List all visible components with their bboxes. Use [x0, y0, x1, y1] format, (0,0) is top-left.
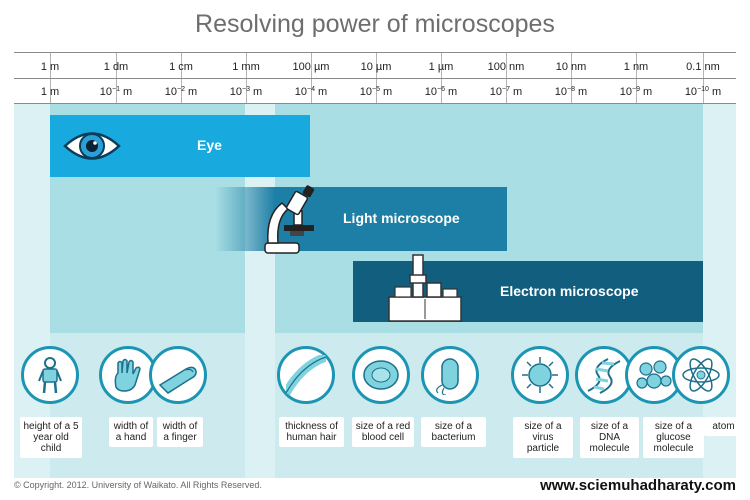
eye-resolution-bar: Eye [50, 115, 310, 177]
grid-tick [703, 52, 704, 103]
scale-unit-label: 10 µm [360, 61, 392, 73]
electron-microscope-icon [388, 254, 462, 322]
grid-tick [506, 52, 507, 103]
scale-exponent-label: 10−6 m [424, 86, 458, 98]
finger-icon [158, 366, 197, 394]
scale-unit-row: 1 m 1 dm 1 cm 1 mm 100 µm 10 µm 1 µm 100 nm 10 n… [0, 54, 750, 80]
scale-exponent-row: 1 m 10−1 m 10−2 m 10−3 m 10−4 m 10−5 m 10−6 m 1… [0, 79, 750, 105]
red-blood-cell-icon [363, 360, 399, 390]
grid-tick [246, 52, 247, 103]
atom-icon [682, 358, 720, 392]
example-item-label: thickness of human hair [279, 417, 344, 447]
scale-exponent-label: 1 m [40, 86, 60, 98]
page-title: Resolving power of microscopes [195, 10, 555, 38]
light-microscope-bar-label: Light microscope [343, 210, 460, 226]
scale-top-line [14, 52, 736, 53]
example-item-circle [99, 346, 157, 404]
eye-icon [63, 132, 121, 160]
example-item-label: width of a finger [157, 417, 203, 447]
glucose-icon [636, 360, 672, 389]
light-microscope-icon [264, 185, 315, 254]
site-watermark: www.sciemuhadharaty.com [540, 477, 736, 494]
grid-tick [636, 52, 637, 103]
copyright-text: © Copyright. 2012. University of Waikato… [14, 480, 262, 490]
grid-tick [181, 52, 182, 103]
example-item-label: size of a glucose molecule [643, 417, 704, 458]
virus-icon [522, 357, 558, 393]
scale-exponent-label: 10−1 m [99, 86, 133, 98]
scale-unit-label: 0.1 nm [686, 61, 720, 73]
grid-tick [571, 52, 572, 103]
grid-tick [116, 52, 117, 103]
grid-tick [311, 52, 312, 103]
scale-unit-label: 1 µm [428, 61, 454, 73]
scale-middle-line [14, 78, 736, 79]
example-item-circle [672, 346, 730, 404]
example-item-label: size of a DNA molecule [580, 417, 639, 458]
example-item-circle [277, 346, 335, 404]
example-item-label: size of a red blood cell [352, 417, 414, 447]
scale-exponent-label: 10−5 m [359, 86, 393, 98]
example-item-label: height of a 5 year old child [20, 417, 82, 458]
scale-exponent-label: 10−10 m [684, 86, 722, 98]
hand-icon [114, 358, 141, 392]
grid-tick [376, 52, 377, 103]
example-item-label: width of a hand [109, 417, 153, 447]
scale-exponent-label: 10−9 m [619, 86, 653, 98]
scale-exponent-label: 10−2 m [164, 86, 198, 98]
scale-bottom-line [14, 103, 736, 104]
example-item-circle [352, 346, 410, 404]
scale-exponent-label: 10−8 m [554, 86, 588, 98]
scale-unit-label: 1 dm [103, 61, 129, 73]
example-item-label: size of a virus particle [513, 417, 573, 458]
example-item-label: size of a bacterium [421, 417, 486, 447]
scale-exponent-label: 10−4 m [294, 86, 328, 98]
grid-tick [441, 52, 442, 103]
example-item-circle [511, 346, 569, 404]
scale-unit-label: 100 nm [487, 61, 525, 73]
child-icon [38, 357, 62, 394]
example-item-circle [149, 346, 207, 404]
example-item-label: atom [704, 417, 743, 436]
scale-unit-label: 1 cm [169, 61, 193, 73]
electron-microscope-resolution-bar: Electron microscope [353, 254, 703, 322]
dna-icon [587, 358, 621, 394]
example-item-circle [21, 346, 79, 404]
grid-tick [50, 52, 51, 103]
scale-unit-label: 10 nm [555, 61, 587, 73]
eye-bar-label: Eye [197, 137, 222, 153]
scale-exponent-label: 10−7 m [489, 86, 523, 98]
light-microscope-resolution-bar: Light microscope [215, 185, 507, 254]
scale-unit-label: 1 m [40, 61, 60, 73]
scale-exponent-label: 10−3 m [229, 86, 263, 98]
scale-unit-label: 1 nm [623, 61, 649, 73]
example-item-circle [421, 346, 479, 404]
hair-icon [286, 355, 326, 395]
scale-unit-label: 1 mm [232, 61, 260, 73]
scale-unit-label: 100 µm [292, 61, 330, 73]
electron-microscope-bar-label: Electron microscope [500, 283, 639, 299]
bacterium-icon [436, 358, 459, 395]
